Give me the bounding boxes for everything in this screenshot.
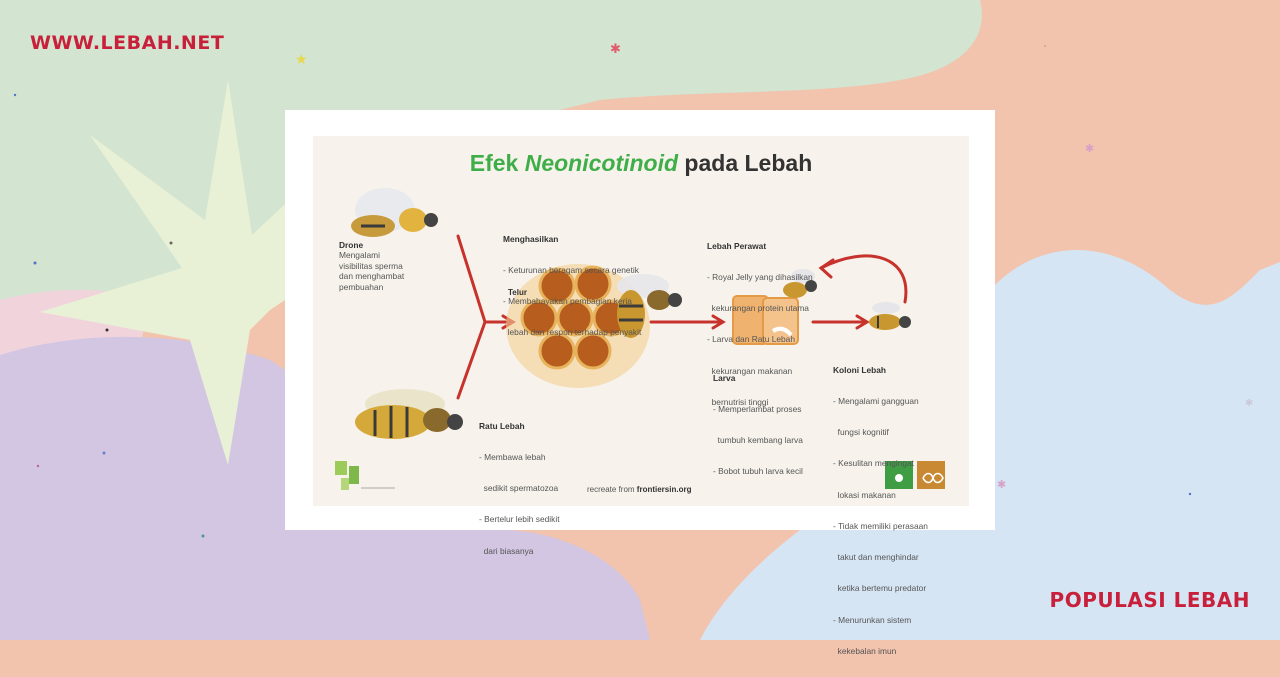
infographic-poster: Efek Neonicotinoid pada Lebah Drone Meng… [313, 136, 969, 656]
bg-blue-blob [700, 250, 1280, 640]
svg-text:✱: ✱ [997, 478, 1006, 491]
infographic-title: Efek Neonicotinoid pada Lebah [469, 150, 813, 176]
sdg-logos [885, 461, 945, 489]
svg-text:★: ★ [295, 52, 308, 68]
drone-bee-illustration [351, 188, 438, 237]
svg-text:✱: ✱ [610, 42, 621, 57]
bg-lavender-blob [0, 336, 650, 640]
site-url[interactable]: WWW.LEBAH.NET [30, 32, 225, 54]
bg-star-shape [40, 80, 300, 465]
svg-text:✱: ✱ [1085, 142, 1094, 155]
category-label[interactable]: POPULASI LEBAH [1049, 588, 1250, 612]
ratu-lebah-text: Ratu Lebah - Membawa lebah sedikit sperm… [479, 420, 560, 556]
colony-bee-illustration [869, 302, 911, 330]
telur-label: Telur [508, 288, 527, 297]
drone-text: Drone Mengalami visibilitas sperma dan m… [339, 240, 405, 292]
nurse-bee-illustration [783, 269, 817, 298]
queen-bee-illustration [355, 389, 463, 439]
larva-text: Larva - Memperlambat proses tumbuh kemba… [713, 372, 803, 477]
background-shapes: ★ ✱ ✱ ✱ ✱ ✱ ✱ ✱ [0, 0, 1280, 640]
infographic-illustrations [335, 188, 945, 490]
left-logo [335, 461, 395, 490]
infographic-card: Efek Neonicotinoid pada Lebah Drone Meng… [285, 110, 995, 656]
worker-bee-illustration [617, 274, 682, 338]
menghasilkan-text: Menghasilkan - Keturunan beragam secara … [503, 233, 642, 338]
credit-text: recreate from frontiersin.org [587, 485, 692, 494]
svg-text:✱: ✱ [1245, 398, 1253, 409]
lebah-perawat-text: Lebah Perawat - Royal Jelly yang dihasil… [707, 240, 813, 407]
koloni-lebah-text: Koloni Lebah - Mengalami gangguan fungsi… [833, 364, 928, 656]
larva-cells-illustration [732, 295, 799, 345]
